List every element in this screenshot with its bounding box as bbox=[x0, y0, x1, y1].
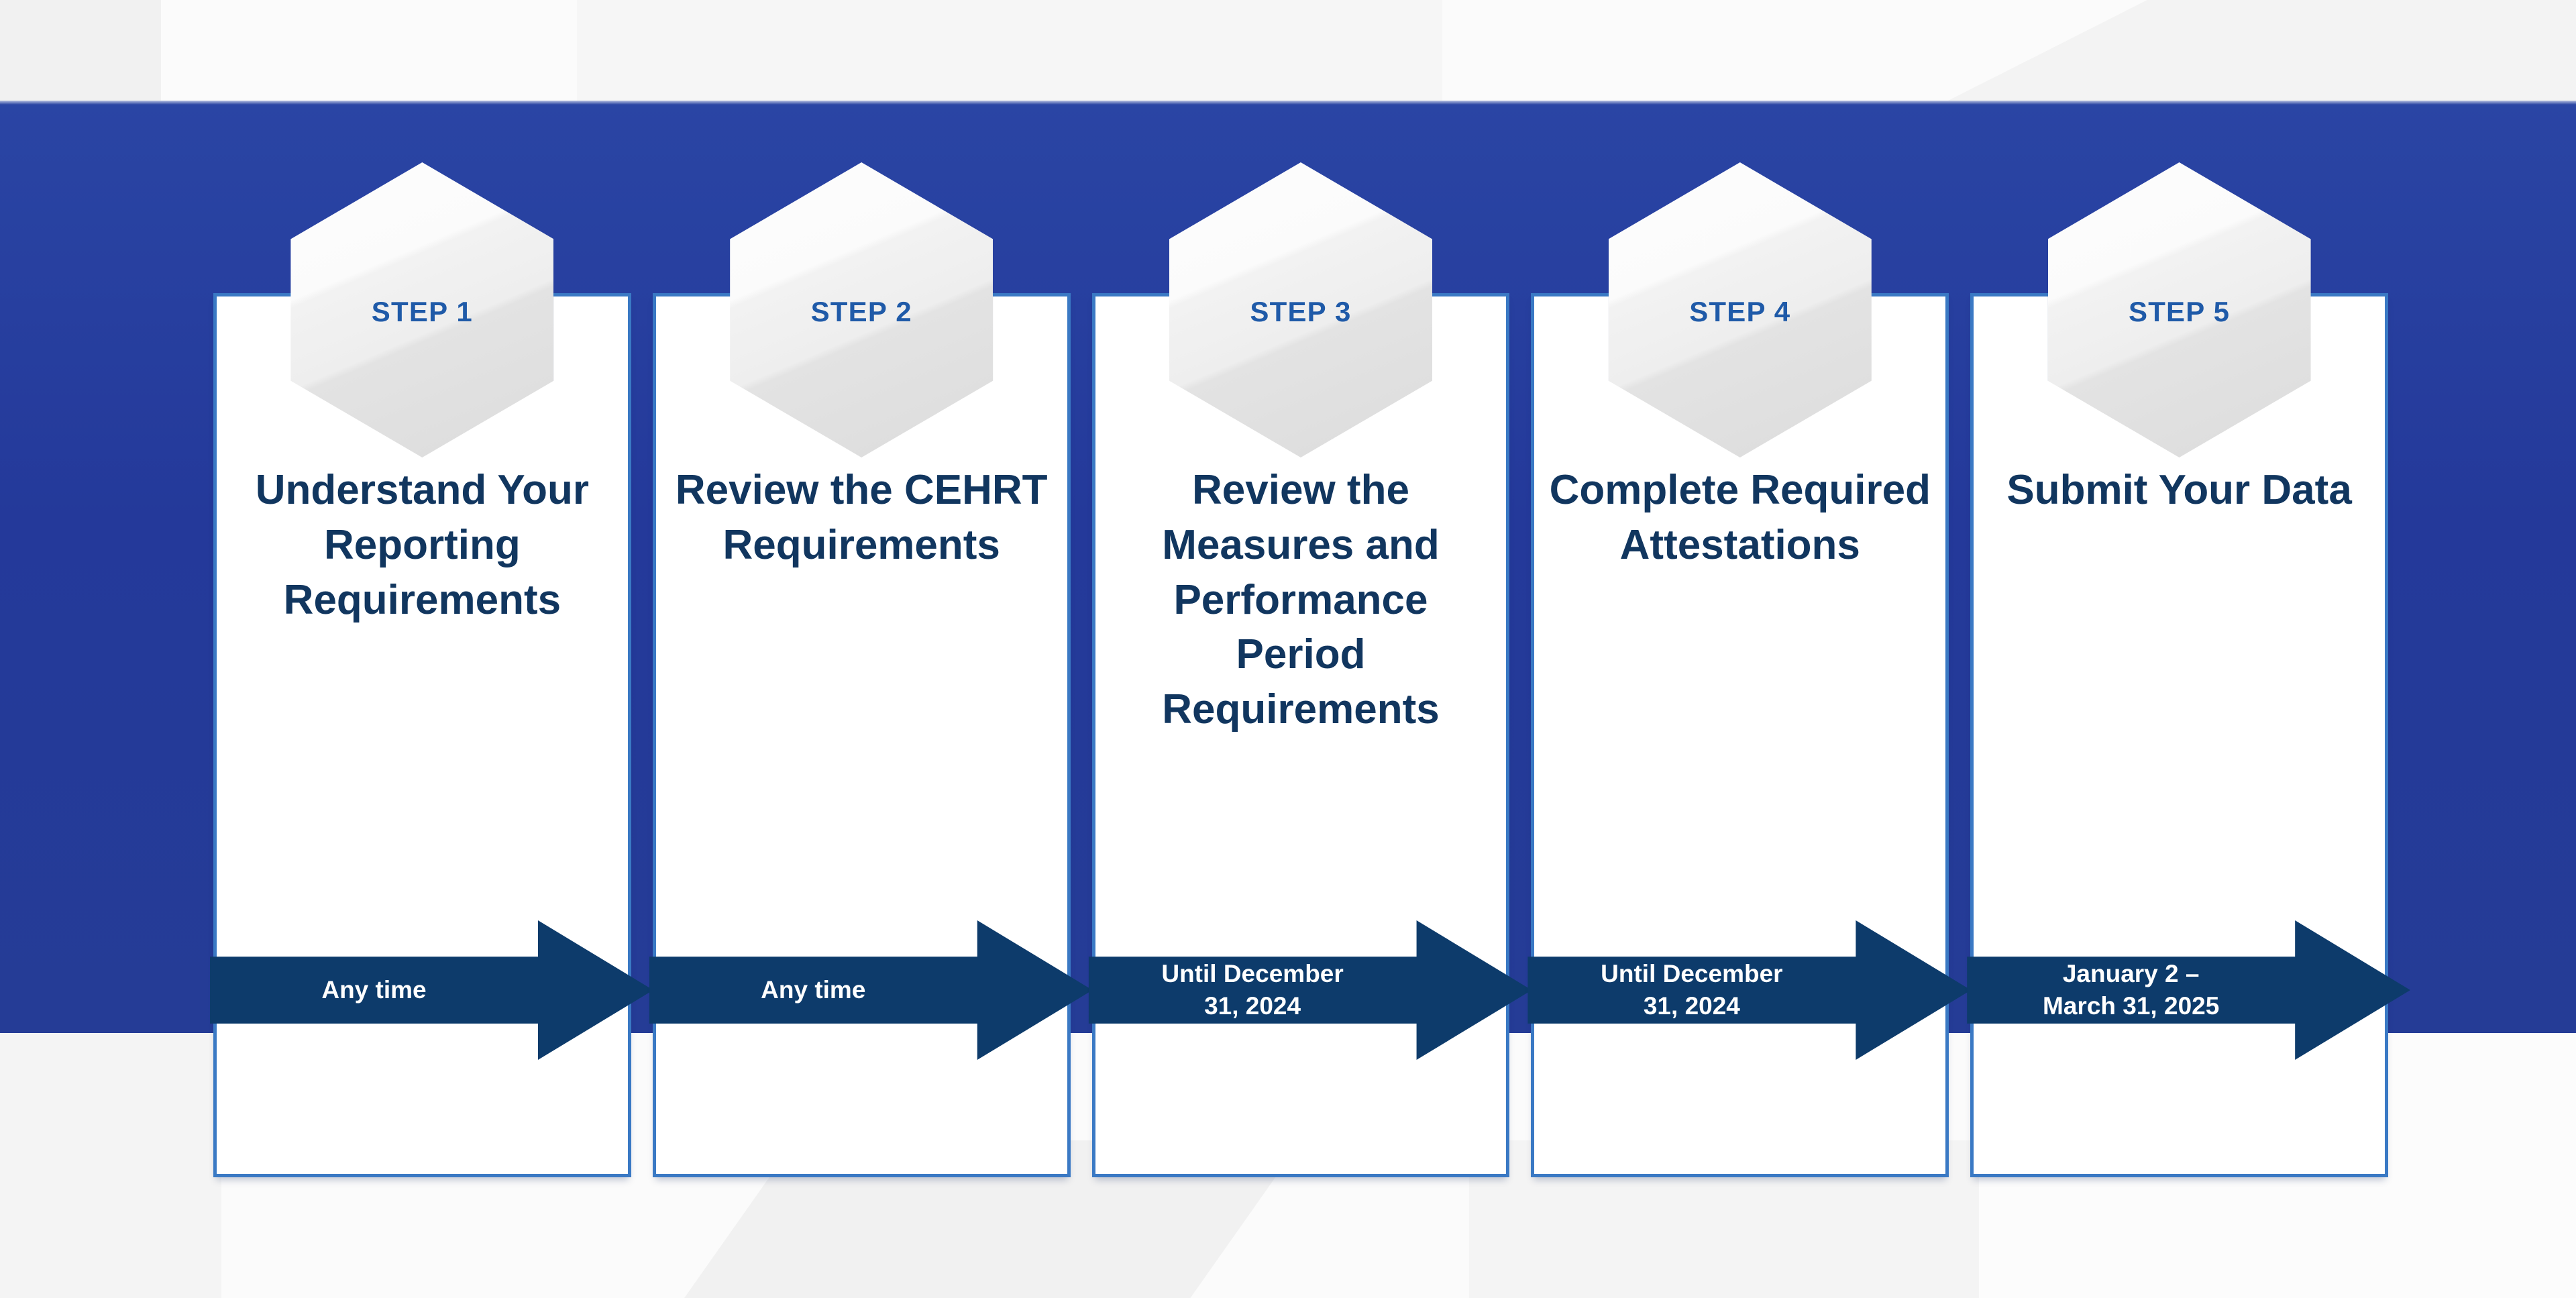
timing-text: Any time bbox=[210, 974, 529, 1006]
arrow-right-icon: January 2 – March 31, 2025 bbox=[1967, 920, 2410, 1060]
step-card-5[interactable]: STEP 5 Submit Your Data January 2 – Marc… bbox=[1967, 162, 2410, 1177]
step-title: Complete Required Attestations bbox=[1549, 467, 1931, 568]
background-decor-shape bbox=[0, 0, 161, 102]
step-title: Submit Your Data bbox=[2006, 467, 2352, 513]
arrow-right-icon: Any time bbox=[210, 920, 653, 1060]
timing-arrow-1: Any time bbox=[210, 920, 653, 1060]
step-badge-label: STEP 5 bbox=[2128, 296, 2231, 327]
timing-line-2: 31, 2024 bbox=[1204, 992, 1301, 1020]
step-badge-label: STEP 2 bbox=[810, 296, 912, 327]
timing-arrow-4: Until December 31, 2024 bbox=[1527, 920, 1972, 1060]
timing-arrow-3: Until December 31, 2024 bbox=[1088, 920, 1532, 1060]
timing-text: Until December 31, 2024 bbox=[1527, 958, 1847, 1022]
step-card-4[interactable]: STEP 4 Complete Required Attestations Un… bbox=[1527, 162, 1972, 1177]
timing-line-1: Any time bbox=[321, 975, 427, 1004]
step-card-1[interactable]: STEP 1 Understand Your Reporting Require… bbox=[210, 162, 653, 1177]
timing-text: Until December 31, 2024 bbox=[1089, 958, 1408, 1022]
background-decor-shape bbox=[0, 1033, 221, 1298]
arrow-right-icon: Until December 31, 2024 bbox=[1527, 920, 1972, 1060]
step-badge-label: STEP 4 bbox=[1689, 296, 1791, 327]
timing-arrow-5: January 2 – March 31, 2025 bbox=[1967, 920, 2410, 1060]
timing-line-1: January 2 – bbox=[2062, 959, 2200, 987]
timing-line-2: March 31, 2025 bbox=[2043, 992, 2220, 1020]
background-decor-shape bbox=[577, 0, 1442, 102]
timing-line-1: Any time bbox=[761, 975, 866, 1004]
step-title: Understand Your Reporting Requirements bbox=[255, 467, 589, 623]
step-title: Review the Measures and Performance Peri… bbox=[1162, 467, 1440, 733]
timing-text: January 2 – March 31, 2025 bbox=[1967, 958, 2286, 1022]
background-decor-shape bbox=[1945, 0, 2576, 102]
steps-row: STEP 1 Understand Your Reporting Require… bbox=[210, 162, 2410, 1177]
timing-arrow-2: Any time bbox=[649, 920, 1093, 1060]
step-card-3[interactable]: STEP 3 Review the Measures and Performan… bbox=[1088, 162, 1532, 1177]
step-title: Review the CEHRT Requirements bbox=[675, 467, 1048, 568]
step-badge-label: STEP 3 bbox=[1250, 296, 1352, 327]
arrow-right-icon: Any time bbox=[649, 920, 1093, 1060]
timing-line-1: Until December bbox=[1601, 959, 1783, 987]
timing-line-2: 31, 2024 bbox=[1643, 992, 1740, 1020]
timing-text: Any time bbox=[649, 974, 969, 1006]
timing-line-1: Until December bbox=[1161, 959, 1344, 987]
step-card-2[interactable]: STEP 2 Review the CEHRT Requirements Any… bbox=[649, 162, 1093, 1177]
step-badge-label: STEP 1 bbox=[371, 296, 473, 327]
arrow-right-icon: Until December 31, 2024 bbox=[1088, 920, 1532, 1060]
